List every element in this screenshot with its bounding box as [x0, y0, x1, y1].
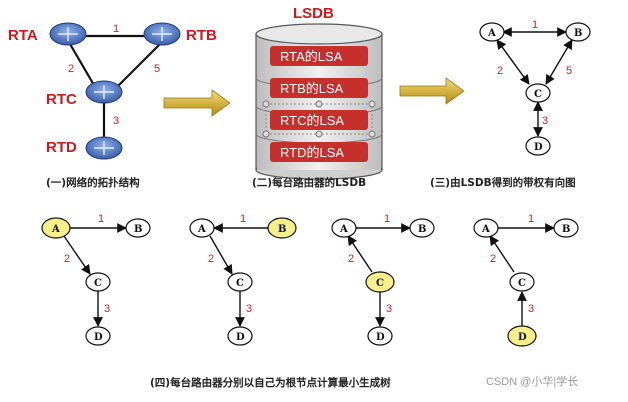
node-label: D — [236, 332, 245, 343]
tree-edge — [209, 235, 233, 275]
lsa-entry: RTA的LSA — [280, 49, 343, 64]
cost-label: 1 — [384, 213, 390, 225]
tree-node — [331, 218, 357, 238]
node-label: A — [339, 224, 348, 235]
lsa-entry: RTC的LSA — [280, 113, 344, 128]
node-label: D — [94, 332, 103, 343]
tree-node — [85, 326, 111, 346]
tree-edge — [347, 235, 373, 273]
node-label: C — [518, 278, 526, 289]
node-label: A — [487, 28, 496, 39]
tree-node — [125, 218, 151, 238]
node-label: C — [236, 278, 244, 289]
tree-edge — [63, 235, 91, 275]
cost-label: 2 — [64, 253, 70, 265]
graph-node — [479, 22, 505, 42]
router-icon — [143, 22, 181, 46]
router-label-rta: RTA — [8, 27, 38, 44]
spf-tree-c: A B C D 1 2 3 — [331, 213, 435, 346]
node-label: A — [481, 224, 490, 235]
lsa-band: RTA的LSA — [270, 46, 368, 66]
node-label: A — [197, 224, 206, 235]
cost-label: 2 — [68, 63, 74, 75]
lsa-entry: RTB的LSA — [280, 81, 344, 96]
cost-label: 5 — [566, 65, 572, 77]
cost-label: 3 — [113, 115, 119, 127]
node-label: D — [518, 332, 527, 343]
node-label: C — [94, 278, 102, 289]
cost-label: 1 — [98, 213, 104, 225]
router-label-rtb: RTB — [186, 27, 217, 44]
caption-lsdb: (二)每台路由器的LSDB — [252, 176, 366, 189]
node-label: B — [562, 224, 570, 235]
lsdb-title: LSDB — [293, 5, 334, 22]
cost-label: 1 — [113, 23, 119, 35]
lsa-band: RTC的LSA — [262, 100, 376, 138]
lsa-entry: RTD的LSA — [280, 145, 344, 160]
tree-node — [409, 218, 435, 238]
node-label: C — [376, 278, 384, 289]
cost-label: 3 — [386, 303, 392, 315]
edge-b-c — [545, 39, 573, 85]
cost-label: 2 — [497, 65, 503, 77]
caption-topology: (一)网络的拓扑结构 — [46, 176, 140, 189]
node-label: D — [376, 332, 385, 343]
router-icon — [85, 80, 123, 104]
cost-label: 3 — [104, 303, 110, 315]
caption-trees: (四)每台路由器分别以自己为根节点计算最小生成树 — [150, 376, 391, 389]
spf-tree-a: A B C D 1 2 3 — [41, 213, 151, 346]
router-label-rtd: RTD — [46, 139, 77, 156]
tree-node-root — [41, 217, 71, 239]
cost-label: 1 — [528, 213, 534, 225]
arrow-icon — [399, 77, 465, 105]
node-label: D — [534, 142, 543, 153]
watermark: CSDN @小华|学长 — [486, 374, 578, 388]
lsa-band: RTB的LSA — [270, 78, 368, 98]
cost-label: 2 — [348, 253, 354, 265]
tree-node — [509, 272, 535, 292]
node-label: B — [134, 224, 142, 235]
tree-node — [553, 218, 579, 238]
cost-label: 1 — [240, 213, 246, 225]
tree-node — [367, 326, 393, 346]
tree-node — [85, 272, 111, 292]
router-icon — [85, 136, 123, 160]
cost-label: 2 — [208, 253, 214, 265]
cost-label: 3 — [542, 115, 548, 127]
cost-label: 5 — [154, 63, 160, 75]
digraph-panel: A B C D 1 2 5 3 (三)由LSDB得到的带权有向图 — [430, 19, 591, 189]
tree-node-root — [267, 217, 297, 239]
spf-tree-b: A B C D 1 2 3 — [189, 213, 297, 346]
graph-node — [525, 136, 551, 156]
node-label: B — [418, 224, 426, 235]
tree-edge — [489, 235, 515, 273]
node-label: B — [278, 224, 286, 235]
lsa-band: RTD的LSA — [270, 142, 368, 162]
link-b-c — [111, 43, 161, 93]
node-label: B — [574, 28, 582, 39]
tree-node — [189, 218, 215, 238]
lsdb-panel: LSDB RTA的LSA RTB的LSA RTC的LSA — [252, 5, 383, 189]
spf-tree-d: A B C D 1 2 3 — [473, 213, 579, 347]
graph-node — [525, 83, 551, 103]
cost-label: 2 — [490, 253, 496, 265]
tree-node — [227, 272, 253, 292]
router-label-rtc: RTC — [46, 91, 77, 108]
tree-node-root — [365, 271, 395, 293]
cost-label: 1 — [532, 19, 538, 31]
arrow-icon — [163, 89, 231, 117]
graph-node — [565, 22, 591, 42]
router-icon — [49, 22, 87, 46]
topology-panel: RTA RTB RTC RTD 1 2 5 3 (一)网络的拓扑结构 — [8, 22, 217, 189]
caption-digraph: (三)由LSDB得到的带权有向图 — [430, 176, 576, 189]
tree-node — [473, 218, 499, 238]
node-label: A — [51, 224, 60, 235]
cost-label: 3 — [528, 303, 534, 315]
tree-node — [227, 326, 253, 346]
edge-a-c — [496, 39, 530, 85]
tree-node-root — [507, 325, 537, 347]
cost-label: 3 — [246, 303, 252, 315]
node-label: C — [534, 89, 542, 100]
